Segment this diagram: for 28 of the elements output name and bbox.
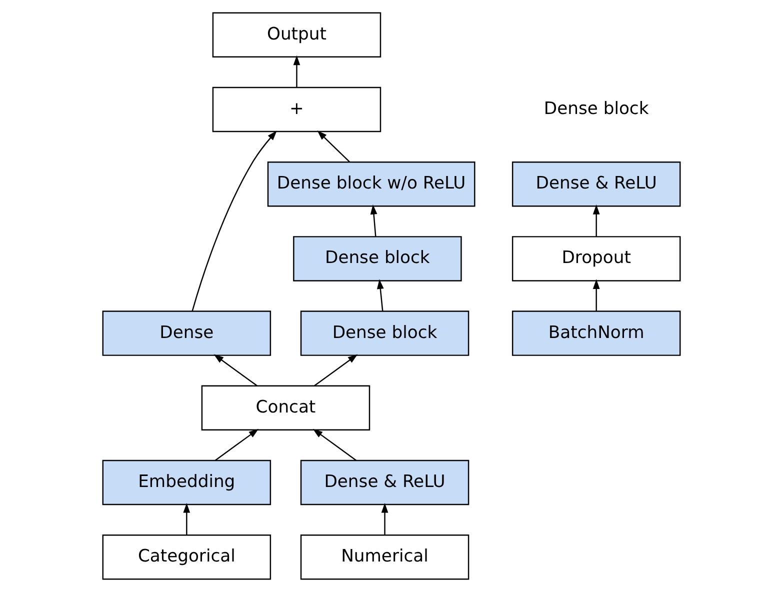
arrow (312, 428, 356, 461)
arrow (214, 428, 258, 461)
node-box: Output (212, 12, 381, 58)
arrow (380, 502, 388, 535)
node-box: Concat (200, 385, 370, 431)
arrow (376, 279, 384, 312)
node-box: Dense block (300, 310, 469, 356)
arrow (592, 204, 600, 237)
arrow (213, 354, 257, 386)
arrow (316, 130, 350, 162)
node-box: Dense (102, 310, 271, 356)
node-box: Embedding (102, 460, 271, 506)
node-box: Dense & ReLU (511, 161, 680, 207)
label: Dense block (543, 99, 648, 120)
node-box: Dense block w/o ReLU (266, 161, 475, 207)
node-box: + (212, 86, 381, 132)
node-box: BatchNorm (511, 310, 680, 356)
node-box: Dropout (511, 236, 680, 282)
arrow (370, 204, 377, 237)
arrow (182, 502, 190, 535)
node-box: Dense block (292, 236, 462, 282)
arrow (191, 130, 276, 312)
node-box: Numerical (300, 534, 469, 580)
node-box: Categorical (102, 534, 271, 580)
arrow (314, 354, 358, 386)
node-box: Dense & ReLU (300, 460, 469, 506)
arrow (592, 279, 600, 312)
arrow (292, 55, 300, 88)
